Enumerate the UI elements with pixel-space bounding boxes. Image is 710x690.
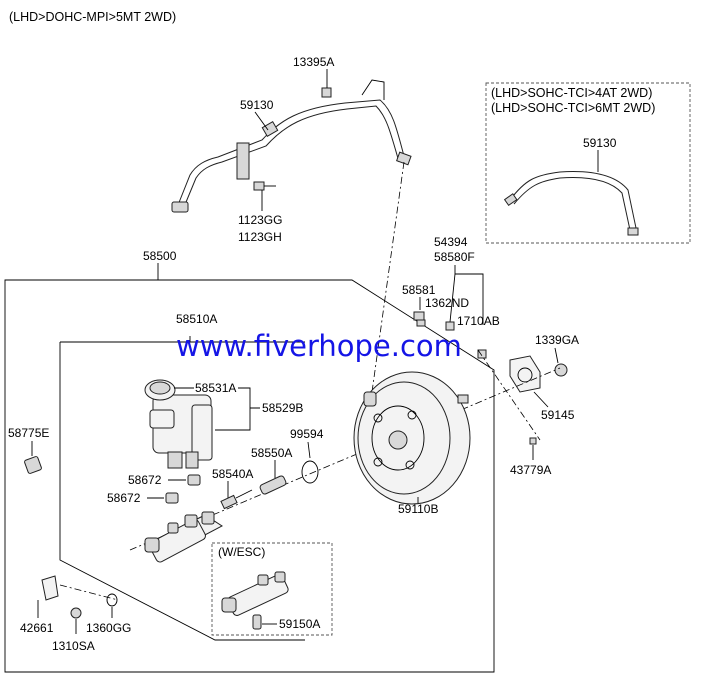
bolt-1123GG: [253, 181, 276, 191]
part-label-59145: 59145: [541, 408, 575, 422]
inset-line-2: (LHD>SOHC-TCI>6MT 2WD): [491, 101, 655, 115]
part-label-58581: 58581: [402, 283, 436, 297]
master-cylinder-outline: [59, 341, 305, 641]
esc-box: [211, 542, 333, 636]
part-label-59150A: 59150A: [279, 617, 320, 631]
part-label-58500: 58500: [143, 249, 177, 263]
part-label-1123GH: 1123GH: [238, 230, 282, 244]
part-label-58531A: 58531A: [195, 381, 236, 395]
oring-99594: [301, 460, 319, 484]
part-label-99594: 99594: [290, 427, 324, 441]
part-label-58540A: 58540A: [212, 467, 253, 481]
brake-booster-59110B: [353, 371, 471, 505]
inset-part-label: 59130: [583, 136, 617, 150]
vacuum-hose-59130: [171, 79, 412, 213]
esc-label: (W/ESC): [218, 545, 265, 559]
part-label-54394: 54394: [434, 235, 468, 249]
part-label-43779A: 43779A: [510, 463, 551, 477]
clip-58581: [413, 311, 487, 359]
part-label-1362ND: 1362ND: [425, 296, 469, 310]
reservoir-58529B: [144, 379, 213, 469]
part-label-13395A: 13395A: [293, 55, 334, 69]
piston-58540A: [220, 489, 253, 510]
gasket-59145: [509, 355, 541, 393]
push-rod-58550A: [259, 475, 287, 495]
part-label-58550A: 58550A: [251, 446, 292, 460]
part-label-58775E: 58775E: [8, 426, 49, 440]
washer-1360GG: [106, 593, 118, 607]
cap-58775E: [24, 456, 42, 474]
diagram-header: (LHD>DOHC-MPI>5MT 2WD): [9, 10, 176, 24]
part-label-42661: 42661: [20, 621, 54, 635]
part-label-1360GG: 1360GG: [86, 621, 131, 635]
watermark: www.fiverhope.com: [176, 329, 462, 363]
part-label-58672-b: 58672: [107, 491, 141, 505]
nut-1310SA: [70, 607, 82, 619]
grommet-58672-b: [165, 492, 179, 504]
part-label-1123GG: 1123GG: [238, 213, 282, 227]
part-label-58672-a: 58672: [128, 473, 162, 487]
part-label-1710AB: 1710AB: [457, 314, 500, 328]
master-cylinder: [143, 511, 223, 563]
part-label-1339GA: 1339GA: [535, 333, 579, 347]
part-label-1310SA: 1310SA: [52, 639, 95, 653]
inset-line-1: (LHD>SOHC-TCI>4AT 2WD): [491, 86, 652, 100]
inset-box: [485, 82, 691, 244]
part-label-58510A: 58510A: [176, 312, 217, 326]
assembly-outline: [4, 279, 495, 673]
grommet-58672-a: [187, 474, 201, 486]
inset-vacuum-hose: [503, 171, 639, 236]
part-label-59110B: 59110B: [398, 502, 438, 516]
nut-1339GA: [554, 363, 568, 377]
part-label-59130: 59130: [240, 98, 274, 112]
bracket-42661: [41, 575, 59, 601]
part-label-58529B: 58529B: [262, 401, 303, 415]
master-cylinder-esc: [221, 571, 289, 630]
part-label-58580F: 58580F: [434, 250, 475, 264]
